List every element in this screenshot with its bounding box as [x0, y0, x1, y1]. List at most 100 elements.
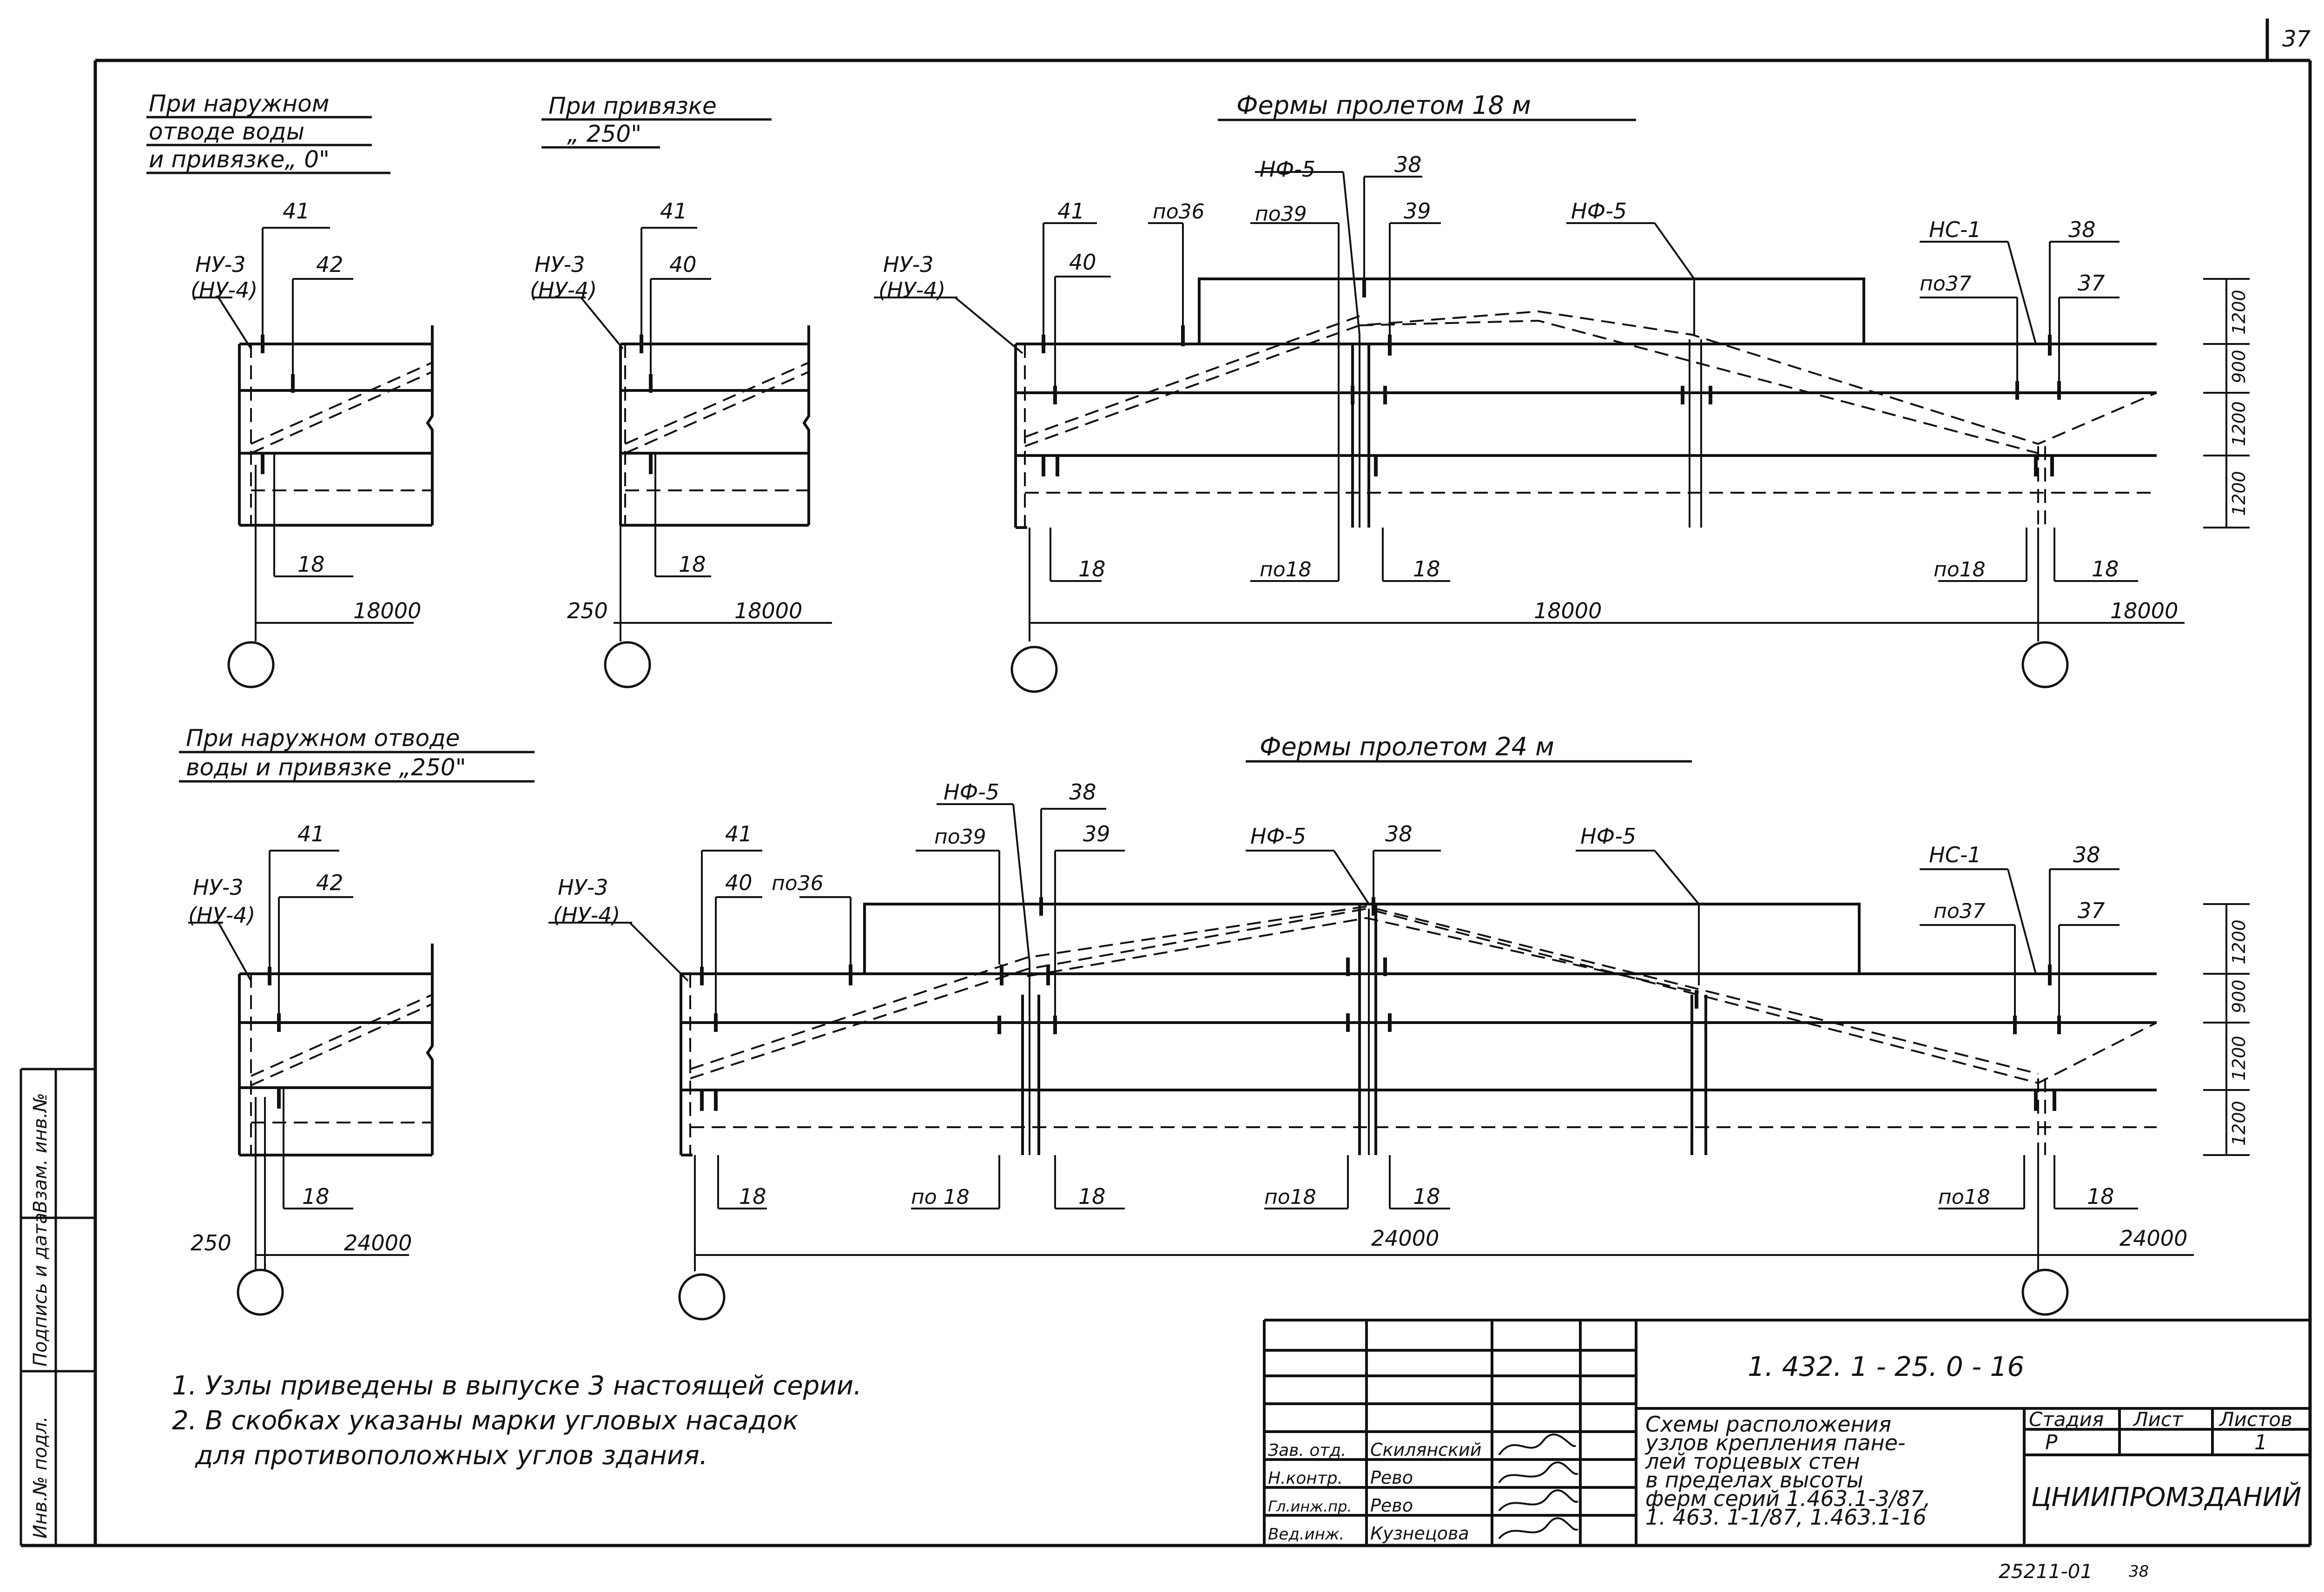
svg-text:(НУ-4): (НУ-4): [191, 277, 257, 303]
svg-text:Скилянский: Скилянский: [1370, 1440, 1481, 1460]
svg-text:18: 18: [739, 1184, 766, 1209]
svg-text:Кузнецова: Кузнецова: [1370, 1523, 1469, 1544]
svg-text:по18: по18: [1934, 558, 1986, 581]
svg-text:900: 900: [2229, 979, 2249, 1013]
staff-rows: Зав. отд. Скилянский Н.контр. Рево Гл.ин…: [1268, 1440, 1481, 1544]
svg-text:по36: по36: [772, 872, 824, 895]
organization: ЦНИИПРОМЗДАНИЙ: [2031, 1482, 2302, 1513]
svg-text:1200: 1200: [2229, 919, 2249, 964]
inv-no-podl-label: Инв.№ подл.: [30, 1416, 51, 1539]
svg-text:38: 38: [1069, 779, 1096, 805]
svg-text:18: 18: [1413, 556, 1440, 581]
bottom-code: 25211-01: [1999, 1560, 2093, 1583]
svg-text:18: 18: [1413, 1184, 1440, 1209]
svg-text:42: 42: [316, 252, 343, 277]
svg-text:18: 18: [1078, 556, 1106, 581]
svg-text:38: 38: [2068, 217, 2096, 242]
svg-text:НС-1: НС-1: [1929, 217, 1981, 242]
svg-text:по37: по37: [1920, 272, 1972, 296]
svg-text:НФ-5: НФ-5: [1571, 198, 1627, 224]
svg-text:38: 38: [1385, 821, 1413, 846]
svg-text:ферм серий 1.463.1-3/87,: ферм серий 1.463.1-3/87,: [1645, 1486, 1930, 1511]
svg-text:18: 18: [297, 552, 325, 577]
svg-text:42: 42: [316, 870, 343, 895]
svg-text:40: 40: [725, 870, 753, 895]
sheets-value: 1: [2254, 1431, 2267, 1454]
svg-text:по39: по39: [934, 825, 986, 849]
svg-text:1200: 1200: [2229, 471, 2249, 516]
title-text: Схемы расположения узлов крепления пане-…: [1644, 1412, 1930, 1530]
svg-text:Зав. отд.: Зав. отд.: [1268, 1441, 1347, 1460]
svg-text:по18: по18: [1264, 1185, 1316, 1209]
svg-text:1200: 1200: [2229, 1101, 2249, 1146]
svg-text:18: 18: [1078, 1184, 1106, 1209]
svg-text:лей торцевых стен: лей торцевых стен: [1645, 1449, 1860, 1474]
svg-text:по37: по37: [1934, 899, 1986, 923]
svg-text:1200: 1200: [2229, 401, 2249, 446]
svg-text:по 18: по 18: [911, 1185, 970, 1209]
svg-text:НУ-3: НУ-3: [883, 252, 934, 277]
svg-text:18: 18: [679, 552, 706, 577]
svg-text:40: 40: [669, 252, 697, 277]
svg-text:18: 18: [302, 1184, 330, 1209]
detail-outer-drain-0: 41 42 НУ-3 (НУ-4) 18 18000: [191, 198, 434, 688]
svg-text:НФ-5: НФ-5: [1580, 824, 1636, 849]
svg-text:41: 41: [725, 821, 753, 846]
svg-text:41: 41: [297, 821, 325, 846]
svg-text:24000: 24000: [344, 1230, 412, 1255]
svg-text:39: 39: [1083, 821, 1110, 846]
svg-text:При наружном отводе: При наружном отводе: [186, 725, 460, 752]
svg-text:НУ-3: НУ-3: [535, 252, 585, 277]
svg-text:250: 250: [567, 598, 608, 623]
podpis-data-label: Подпись и дата: [30, 1213, 51, 1367]
title-block: [1263, 1319, 2310, 1546]
svg-text:41: 41: [660, 198, 687, 224]
heading-trusses-24: Фермы пролетом 24 м: [1246, 732, 1692, 763]
svg-text:Фермы пролетом 24 м: Фермы пролетом 24 м: [1260, 732, 1554, 761]
svg-text:250: 250: [191, 1230, 231, 1255]
svg-text:При привязке: При привязке: [548, 92, 717, 119]
svg-text:по18: по18: [1938, 1185, 1990, 1209]
svg-text:37: 37: [2078, 898, 2105, 923]
svg-text:24000: 24000: [2119, 1226, 2187, 1251]
svg-text:40: 40: [1069, 250, 1096, 275]
svg-text:по36: по36: [1153, 200, 1205, 224]
svg-text:НУ-3: НУ-3: [193, 875, 244, 900]
sheet-number: 37: [2282, 26, 2311, 52]
svg-text:Схемы расположения: Схемы расположения: [1645, 1412, 1891, 1437]
stage-value: Р: [2045, 1431, 2058, 1454]
sheet-frame: [21, 19, 2312, 1547]
svg-text:НФ-5: НФ-5: [944, 779, 999, 805]
vzam-inv-label: Взам. инв.№: [30, 1093, 51, 1213]
svg-text:НС-1: НС-1: [1929, 842, 1981, 867]
svg-text:Рево: Рево: [1370, 1495, 1413, 1516]
svg-text:41: 41: [283, 198, 310, 224]
svg-text:18: 18: [2087, 1184, 2114, 1209]
svg-text:НФ-5: НФ-5: [1260, 157, 1315, 182]
svg-text:по39: по39: [1255, 202, 1307, 226]
heading-trusses-18: Фермы пролетом 18 м: [1218, 91, 1636, 121]
svg-text:1. 463. 1-1/87, 1.463.1-16: 1. 463. 1-1/87, 1.463.1-16: [1645, 1505, 1927, 1530]
svg-text:18000: 18000: [2110, 598, 2178, 623]
svg-text:воды и привязке „250": воды и привязке „250": [186, 754, 466, 781]
stage-header: Стадия: [2029, 1408, 2104, 1431]
svg-text:Вед.инж.: Вед.инж.: [1268, 1525, 1344, 1544]
heading-binding-250: При привязке „ 250": [541, 92, 772, 149]
svg-text:по18: по18: [1260, 558, 1312, 581]
svg-text:38: 38: [2073, 842, 2100, 867]
signatures: [1498, 1433, 1579, 1539]
svg-text:и привязке„ 0": и привязке„ 0": [149, 146, 330, 173]
svg-text:38: 38: [1394, 152, 1422, 177]
svg-text:Гл.инж.пр.: Гл.инж.пр.: [1268, 1498, 1352, 1515]
sheets-header: Листов: [2218, 1408, 2292, 1431]
notes: 1. Узлы приведены в выпуске 3 настоящей …: [172, 1371, 862, 1471]
svg-text:НФ-5: НФ-5: [1250, 824, 1306, 849]
svg-text:18000: 18000: [353, 598, 421, 623]
svg-text:Рево: Рево: [1370, 1467, 1413, 1488]
svg-text:2. В скобках указаны марки угл: 2. В скобках указаны марки угловых насад…: [172, 1406, 799, 1436]
svg-text:39: 39: [1404, 198, 1431, 224]
svg-text:(НУ-4): (НУ-4): [878, 277, 945, 303]
svg-text:1200: 1200: [2229, 290, 2249, 335]
svg-text:При наружном: При наружном: [149, 90, 329, 117]
